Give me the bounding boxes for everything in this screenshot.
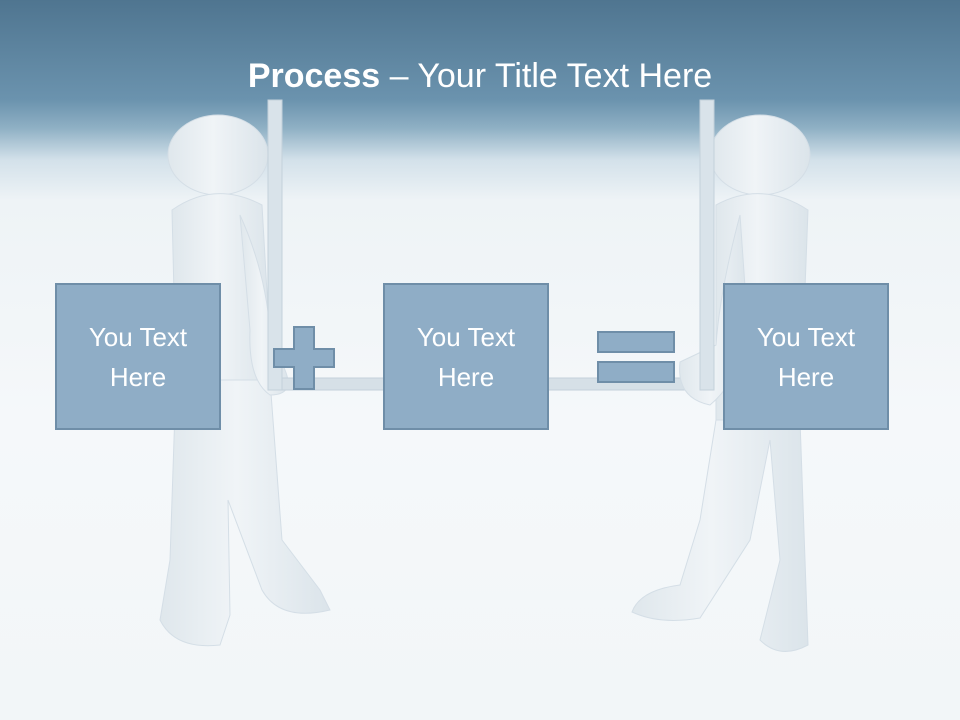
title-rest: – Your Title Text Here bbox=[380, 57, 713, 95]
left-figure bbox=[159, 114, 331, 647]
slide-title: Process – Your Title Text Here bbox=[0, 52, 960, 100]
title-bold: Process bbox=[247, 57, 381, 95]
right-pole bbox=[699, 99, 715, 391]
left-pole bbox=[267, 99, 283, 391]
process-box-2[interactable]: You Text Here bbox=[383, 283, 549, 430]
equals-icon bbox=[597, 331, 675, 383]
process-box-3[interactable]: You Text Here bbox=[723, 283, 889, 430]
process-box-3-text: You Text Here bbox=[756, 321, 856, 392]
plus-icon bbox=[273, 326, 335, 390]
process-box-2-text: You Text Here bbox=[416, 321, 516, 392]
process-box-1[interactable]: You Text Here bbox=[55, 283, 221, 430]
process-box-1-text: You Text Here bbox=[88, 321, 188, 392]
